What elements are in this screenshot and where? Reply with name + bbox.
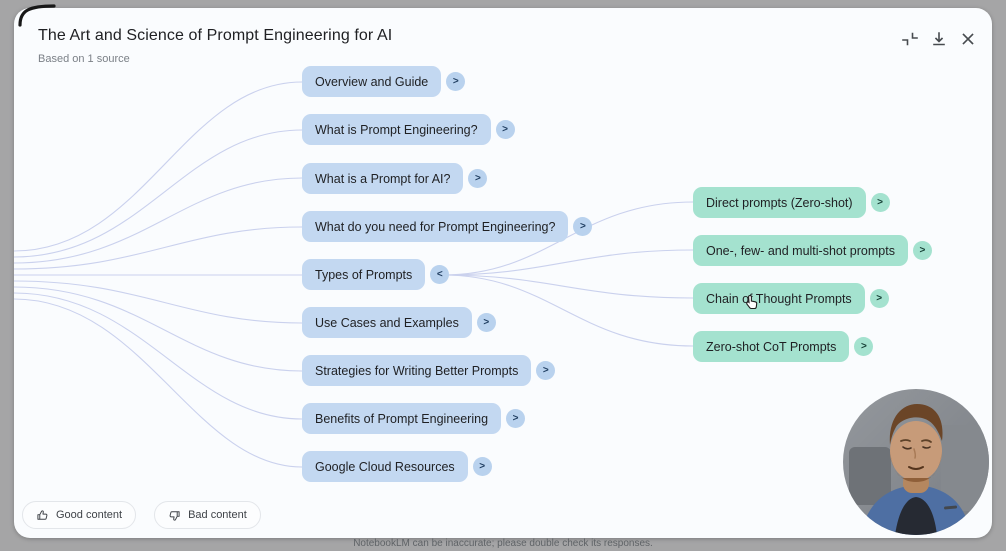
node-label[interactable]: One-, few- and multi-shot prompts [693,235,908,266]
mindmap-node-use-cases[interactable]: Use Cases and Examples > [302,307,496,338]
good-content-button[interactable]: Good content [22,501,137,529]
mindmap-node-benefits[interactable]: Benefits of Prompt Engineering > [302,403,526,434]
mindmap-node-chain-of-thought[interactable]: Chain of Thought Prompts > [693,283,889,314]
node-label[interactable]: Google Cloud Resources [302,451,468,482]
webcam-overlay [843,389,989,535]
expand-node-button[interactable]: > [476,313,496,332]
presenter-avatar [843,389,989,535]
node-label[interactable]: Chain of Thought Prompts [693,283,865,314]
good-content-label: Good content [56,509,123,521]
node-label[interactable]: Types of Prompts [302,259,426,290]
expand-node-button[interactable]: > [869,289,889,308]
node-label[interactable]: Use Cases and Examples [302,307,472,338]
expand-node-button[interactable]: > [506,409,526,428]
mindmap-node-what-is-a-prompt[interactable]: What is a Prompt for AI? > [302,163,488,194]
expand-node-button[interactable]: > [446,72,466,91]
mindmap-window: The Art and Science of Prompt Engineerin… [14,8,992,538]
node-label[interactable]: Benefits of Prompt Engineering [302,403,502,434]
thumbs-down-icon [168,509,181,522]
expand-node-button[interactable]: > [854,337,874,356]
mindmap-node-what-is-prompt-engineering[interactable]: What is Prompt Engineering? > [302,114,515,145]
source-count-label: Based on 1 source [38,53,130,65]
node-label[interactable]: What do you need for Prompt Engineering? [302,211,569,242]
collapse-diagonal-icon[interactable] [900,29,920,49]
feedback-bar: Good content Bad content [22,501,261,529]
node-label[interactable]: Overview and Guide [302,66,442,97]
page-title: The Art and Science of Prompt Engineerin… [38,27,393,44]
disclaimer-text: NotebookLM can be inaccurate; please dou… [353,538,653,549]
bad-content-button[interactable]: Bad content [154,501,261,529]
expand-node-button[interactable]: > [495,120,515,139]
expand-node-button[interactable]: > [536,361,556,380]
node-label[interactable]: Strategies for Writing Better Prompts [302,355,532,386]
node-label[interactable]: What is a Prompt for AI? [302,163,464,194]
mindmap-node-one-few-multi-shot[interactable]: One-, few- and multi-shot prompts > [693,235,932,266]
mindmap-node-overview[interactable]: Overview and Guide > [302,66,466,97]
expand-node-button[interactable]: > [573,217,593,236]
expand-node-button[interactable]: > [912,241,932,260]
expand-node-button[interactable]: > [472,457,492,476]
node-label[interactable]: What is Prompt Engineering? [302,114,491,145]
thumbs-up-icon [36,509,49,522]
close-icon[interactable] [958,29,978,49]
mindmap-node-direct-prompts[interactable]: Direct prompts (Zero-shot) > [693,187,890,218]
expand-node-button[interactable]: > [870,193,890,212]
node-label[interactable]: Zero-shot CoT Prompts [693,331,850,362]
node-label[interactable]: Direct prompts (Zero-shot) [693,187,866,218]
mindmap-node-google-cloud-resources[interactable]: Google Cloud Resources > [302,451,492,482]
mindmap-node-types-of-prompts[interactable]: Types of Prompts < [302,259,450,290]
expand-node-button[interactable]: > [468,169,488,188]
mindmap-node-what-do-you-need[interactable]: What do you need for Prompt Engineering?… [302,211,593,242]
mindmap-node-strategies[interactable]: Strategies for Writing Better Prompts > [302,355,556,386]
window-controls [900,29,978,49]
bad-content-label: Bad content [188,509,247,521]
download-icon[interactable] [929,29,949,49]
mindmap-node-zero-shot-cot[interactable]: Zero-shot CoT Prompts > [693,331,874,362]
collapse-node-button[interactable]: < [430,265,450,284]
